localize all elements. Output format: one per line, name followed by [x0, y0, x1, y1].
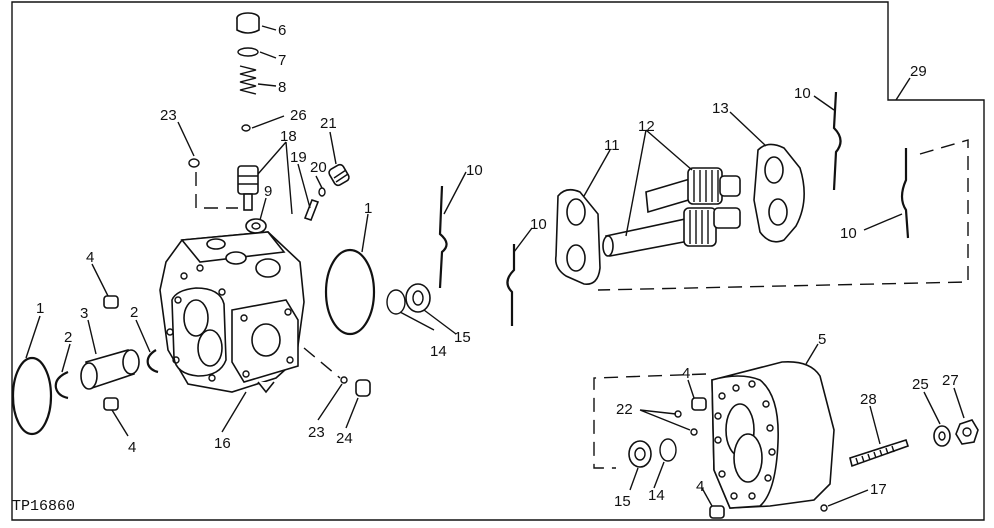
callout-10-d: 10 — [840, 225, 857, 242]
port-dash-line — [303, 347, 341, 379]
callout-29: 29 — [910, 63, 927, 80]
figure-code: TP16860 — [12, 498, 75, 515]
callout-22: 22 — [616, 401, 633, 418]
callout-4-top: 4 — [86, 249, 94, 266]
washer-9 — [245, 218, 267, 234]
callout-11: 11 — [604, 137, 620, 154]
callout-24: 24 — [336, 430, 353, 447]
o-ring-23-bottom — [340, 376, 348, 384]
callout-26: 26 — [290, 107, 307, 124]
callout-18: 18 — [280, 128, 297, 145]
callout-15-lower: 15 — [614, 493, 631, 510]
callout-1-left: 1 — [36, 300, 44, 317]
o-ring-1-middle — [324, 248, 376, 336]
callout-9: 9 — [264, 183, 272, 200]
valve-dash-line — [195, 172, 238, 209]
callout-17: 17 — [870, 481, 887, 498]
callout-15-middle: 15 — [454, 329, 471, 346]
o-ring-1-left — [11, 356, 53, 436]
callout-14-lower: 14 — [648, 487, 665, 504]
callout-14-middle: 14 — [430, 343, 447, 360]
o-ring-20 — [318, 187, 326, 197]
seal-strip-10-b — [506, 244, 516, 326]
callout-23-bottom: 23 — [308, 424, 325, 441]
seal-15-lower — [628, 440, 652, 468]
pin-19 — [303, 199, 320, 221]
callout-4-cover-bottom: 4 — [696, 478, 704, 495]
callout-13: 13 — [712, 100, 729, 117]
valve-18 — [237, 165, 259, 211]
o-ring-23-top — [188, 158, 200, 168]
stud-28 — [849, 438, 910, 468]
o-ring-22-b — [690, 428, 698, 436]
dowel-4-bottom — [103, 397, 119, 411]
lower-assembly-dash — [593, 373, 707, 469]
snap-ring-2-left — [54, 370, 69, 400]
callout-10-a: 10 — [466, 162, 483, 179]
callout-27: 27 — [942, 372, 959, 389]
callout-10-b: 10 — [530, 216, 547, 233]
callout-7: 7 — [278, 52, 286, 69]
callout-5: 5 — [818, 331, 826, 348]
outer-frame — [11, 1, 985, 521]
upper-assembly-dash — [597, 139, 969, 291]
callout-19: 19 — [290, 149, 307, 166]
callout-2-left: 2 — [64, 329, 72, 346]
callout-20: 20 — [310, 159, 327, 176]
pump-cover-5 — [711, 360, 835, 509]
dowel-4-cover-bottom — [709, 505, 725, 519]
seal-15-middle — [405, 283, 431, 313]
o-ring-26 — [241, 124, 251, 132]
spring-8 — [239, 65, 257, 95]
nut-27 — [955, 419, 979, 445]
drive-gear-12-lower — [602, 207, 741, 257]
callout-21: 21 — [320, 115, 337, 132]
callout-28: 28 — [860, 391, 877, 408]
pin-17 — [820, 504, 828, 512]
ring-14-lower — [659, 438, 677, 462]
dowel-4-cover-top — [691, 397, 707, 411]
plug-21 — [328, 163, 350, 187]
bushing-3 — [80, 349, 140, 390]
o-ring-7 — [237, 47, 259, 57]
ring-14-middle — [386, 289, 406, 315]
callout-10-c: 10 — [794, 85, 811, 102]
callout-2-right: 2 — [130, 304, 138, 321]
callout-16: 16 — [214, 435, 231, 452]
cap-plug-6 — [236, 12, 260, 34]
callout-25: 25 — [912, 376, 929, 393]
wear-plate-11 — [554, 188, 601, 285]
callout-12: 12 — [638, 118, 655, 135]
callout-23-top: 23 — [160, 107, 177, 124]
leader-lines — [25, 25, 965, 507]
callout-4-cover-top: 4 — [682, 365, 690, 382]
plug-24 — [355, 379, 371, 397]
seal-strip-10-d — [900, 148, 910, 239]
drive-gear-12-upper — [645, 167, 741, 214]
callout-1-middle: 1 — [364, 200, 372, 217]
callout-6: 6 — [278, 22, 286, 39]
callout-8: 8 — [278, 79, 286, 96]
callout-3: 3 — [80, 305, 88, 322]
callout-4-bottom: 4 — [128, 439, 136, 456]
snap-ring-2-right — [146, 349, 159, 374]
washer-25 — [933, 425, 951, 447]
pump-body-16 — [159, 231, 305, 394]
wear-plate-13 — [753, 143, 805, 243]
seal-strip-10-a — [438, 185, 448, 289]
seal-strip-10-c — [832, 91, 842, 191]
dowel-4-top — [103, 295, 119, 309]
